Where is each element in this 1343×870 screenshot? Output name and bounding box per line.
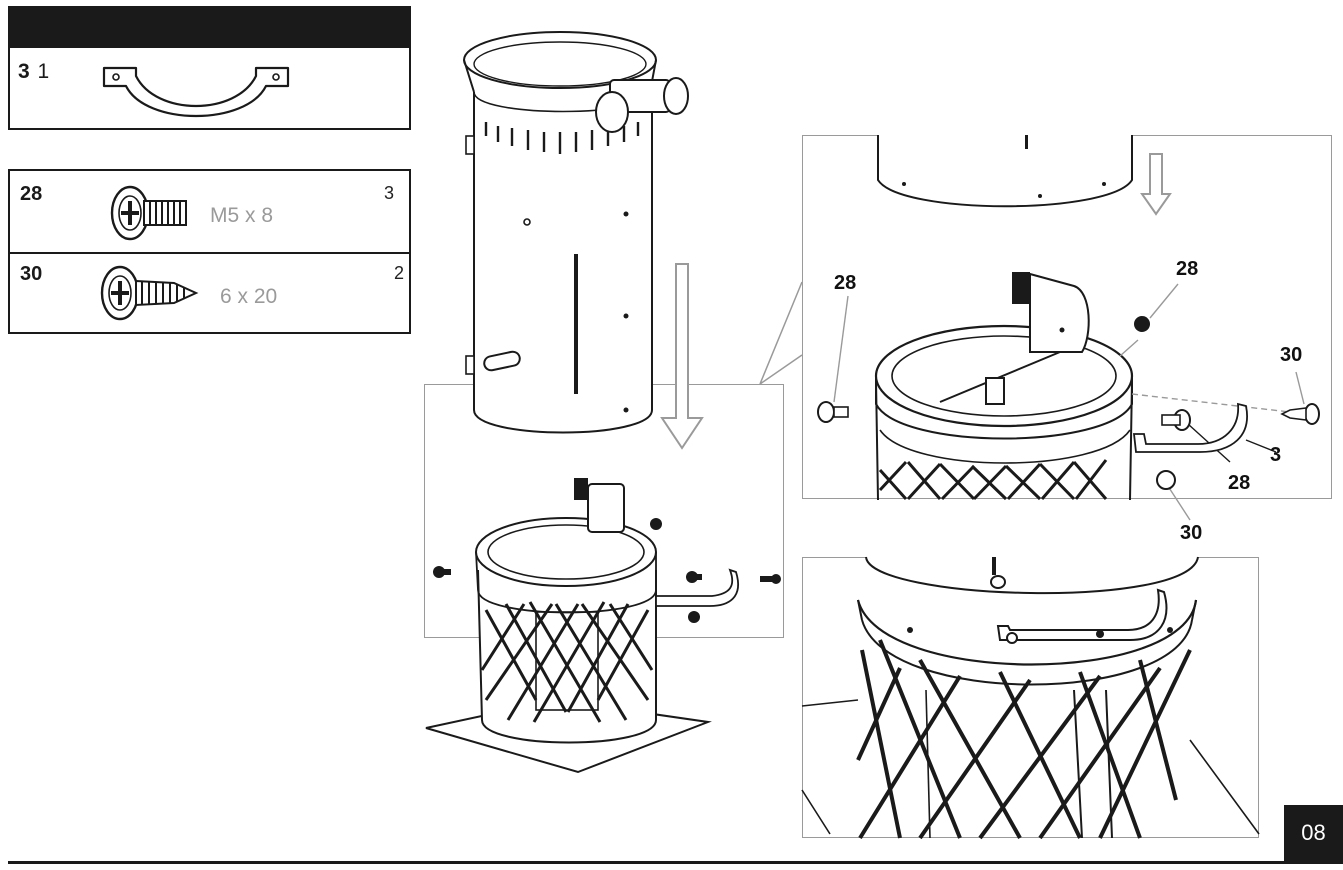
callout-30-lower: 30 xyxy=(1180,522,1203,544)
page-number: 08 xyxy=(1284,805,1343,861)
callout-3-bracket: 3 xyxy=(1270,444,1282,466)
u-bracket-icon xyxy=(102,66,290,118)
parts-box-header xyxy=(10,8,409,48)
callout-30-right: 30 xyxy=(1280,344,1303,366)
part-number: 3 xyxy=(18,60,30,83)
hardware-box: 28 M5 x 8 3 30 6 x 20 2 xyxy=(8,169,411,334)
hardware-28-quantity: 3 xyxy=(384,183,395,203)
part-quantity: 1 xyxy=(37,60,50,83)
hardware-30-size: 6 x 20 xyxy=(220,285,278,308)
machine-screw-icon xyxy=(110,185,187,241)
footer-rule xyxy=(8,861,1343,864)
hardware-30-quantity: 2 xyxy=(394,263,405,283)
hardware-28-size: M5 x 8 xyxy=(210,204,274,227)
hardware-divider xyxy=(10,252,409,254)
heater-column-illustration xyxy=(425,31,781,774)
callout-28-top: 28 xyxy=(1176,258,1199,280)
zoom-assembly-illustration xyxy=(817,135,1320,521)
part-3-label: 3 1 xyxy=(18,60,49,84)
parts-box: 3 1 xyxy=(8,6,411,130)
result-assembly-illustration xyxy=(801,556,1260,840)
hardware-30-number: 30 xyxy=(20,263,43,285)
callout-28-left: 28 xyxy=(834,272,857,294)
callout-28-lower: 28 xyxy=(1228,472,1251,494)
hardware-28-number: 28 xyxy=(20,183,43,205)
tapping-screw-icon xyxy=(100,265,199,321)
